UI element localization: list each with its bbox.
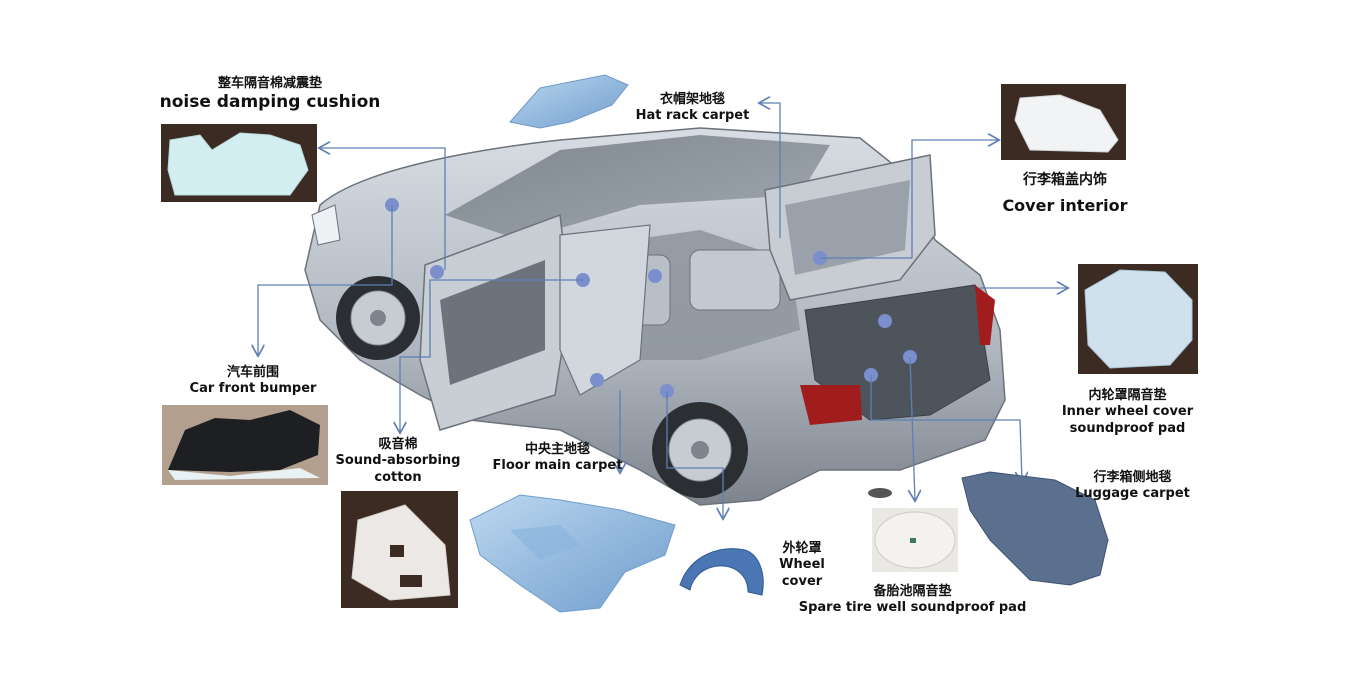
photo-floor-main-carpet xyxy=(469,494,676,613)
label-hat-rack-carpet: 衣帽架地毯 Hat rack carpet xyxy=(635,92,750,124)
car-illustration xyxy=(304,127,1006,506)
line-cover-interior xyxy=(820,140,998,259)
car-rear-door xyxy=(559,224,651,396)
label-noise-damping-cushion: 整车隔音棉减震垫 noise damping cushion xyxy=(159,76,381,113)
label-wheel-cover: 外轮罩 Wheel cover xyxy=(779,541,825,589)
photo-hat-rack-carpet xyxy=(509,74,629,129)
hotspot-inner-wheel xyxy=(878,314,892,328)
line-spare-tire xyxy=(910,356,915,500)
car-rear-wheel xyxy=(652,402,748,498)
line-wheel-cover xyxy=(666,391,723,518)
photo-noise-damping-cushion xyxy=(161,124,317,202)
photo-cover-interior xyxy=(1001,84,1126,160)
photo-sound-absorbing-cotton xyxy=(341,491,458,608)
photo-inner-wheel-cover xyxy=(1078,264,1198,374)
hotspot-front-bumper xyxy=(430,265,444,279)
label-inner-wheel-cover: 内轮罩隔音垫 Inner wheel cover soundproof pad xyxy=(1061,388,1194,436)
line-front-bumper xyxy=(258,205,393,355)
label-spare-tire-well: 备胎池隔音垫 Spare tire well soundproof pad xyxy=(798,584,1027,616)
label-floor-main-carpet: 中央主地毯 Floor main carpet xyxy=(492,442,623,474)
hotspot-floor-carpet-2 xyxy=(590,373,604,387)
label-cover-interior: 行李箱盖内饰 Cover interior xyxy=(1002,172,1128,215)
photo-wheel-cover xyxy=(679,548,764,596)
line-luggage xyxy=(870,375,1022,482)
label-sound-absorbing-cotton: 吸音棉 Sound-absorbing cotton xyxy=(335,437,461,485)
callout-lines xyxy=(258,103,1067,518)
line-noise-cushion xyxy=(320,148,446,270)
car-headlight xyxy=(311,204,341,246)
photo-spare-tire-well xyxy=(872,508,958,572)
line-sound-cotton xyxy=(400,279,583,432)
car-windshield xyxy=(445,135,830,240)
photo-luggage-carpet xyxy=(961,471,1109,586)
label-car-front-bumper: 汽车前围 Car front bumper xyxy=(189,365,317,397)
photo-car-front-bumper xyxy=(162,405,328,485)
car-tail-light xyxy=(800,385,862,425)
car-front-wheel xyxy=(336,276,420,360)
car-seat-rear xyxy=(689,249,781,311)
hotspot-floor-carpet xyxy=(648,269,662,283)
line-hat-rack xyxy=(760,103,781,238)
label-luggage-carpet: 行李箱侧地毯 Luggage carpet xyxy=(1075,470,1190,502)
